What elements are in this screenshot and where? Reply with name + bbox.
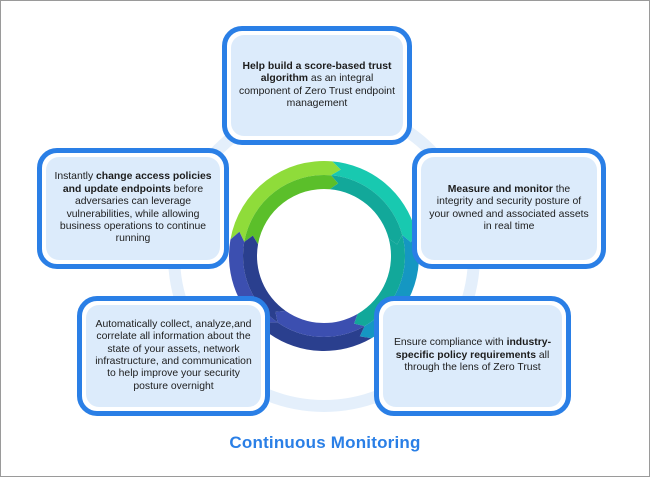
card-top: Help build a score-based trust algorithm…: [222, 26, 412, 145]
card-top-inner: Help build a score-based trust algorithm…: [231, 35, 403, 136]
card-top-text-bold: Help build a score-based trust algorithm: [242, 60, 392, 85]
ring-segment-indigo-inner: [243, 235, 286, 323]
card-bottom-left-text: Automatically collect, analyze,and corre…: [94, 319, 253, 393]
diagram-title: Continuous Monitoring: [229, 433, 421, 452]
ring-segment-green-outer: [230, 161, 341, 242]
ring-segment-green-inner: [244, 175, 339, 245]
card-right: Measure and monitor the integrity and se…: [412, 148, 606, 269]
card-right-text: Measure and monitor the integrity and se…: [429, 184, 589, 234]
ring-segment-teal-inner: [329, 175, 403, 245]
card-left-text-post: before adversaries can leverage vulnerab…: [59, 183, 207, 245]
ring-segment-teal-outer: [331, 161, 416, 243]
ring-segment-navy-inner: [275, 310, 365, 337]
card-left: Instantly change access policies and upd…: [37, 148, 229, 269]
ring-segment-navy-outer: [266, 322, 372, 351]
card-bottom-right-inner: Ensure compliance with industry-specific…: [383, 305, 562, 407]
card-left-text: Instantly change access policies and upd…: [54, 171, 212, 245]
card-bottom-left-text-pre: Automatically collect, analyze,and corre…: [95, 318, 252, 392]
card-top-text: Help build a score-based trust algorithm…: [239, 61, 395, 111]
card-bottom-left-inner: Automatically collect, analyze,and corre…: [86, 305, 261, 407]
card-right-inner: Measure and monitor the integrity and se…: [421, 157, 597, 260]
card-bottom-right: Ensure compliance with industry-specific…: [374, 296, 571, 416]
ring-segment-cyan-inner: [354, 235, 406, 327]
card-bottom-right-text-pre: Ensure compliance with: [393, 337, 507, 349]
card-left-inner: Instantly change access policies and upd…: [46, 157, 220, 260]
card-top-text-post: as an integral component of Zero Trust e…: [239, 73, 395, 109]
card-bottom-right-text-post: all through the lens of Zero Trust: [404, 349, 550, 374]
card-bottom-right-text-bold: industry-specific policy requirements: [395, 337, 552, 361]
ring-segment-indigo-outer: [229, 231, 278, 334]
card-bottom-right-text: Ensure compliance with industry-specific…: [391, 337, 554, 374]
card-right-text-bold: Measure and monitor: [447, 183, 553, 195]
card-left-text-bold: change access policies and update endpoi…: [62, 171, 212, 195]
card-left-text-pre: Instantly: [54, 171, 97, 183]
card-right-text-post: the integrity and security posture of yo…: [429, 183, 589, 232]
card-bottom-left: Automatically collect, analyze,and corre…: [77, 296, 270, 416]
